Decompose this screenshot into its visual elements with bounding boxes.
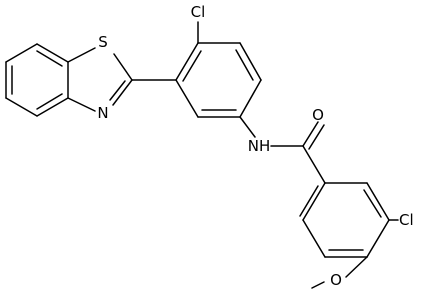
- thiazole-nitrogen-label: N: [97, 104, 108, 122]
- bond-lines: [5, 21, 399, 289]
- carbonyl-oxygen-label: O: [312, 106, 324, 124]
- sulfur-atom-label: S: [98, 33, 108, 51]
- chlorine-top-label: Cl: [191, 3, 206, 21]
- atom-labels: S N Cl NH O Cl O: [96, 3, 414, 289]
- amide-nh-label: NH: [248, 137, 271, 155]
- chlorine-right-label: Cl: [399, 211, 414, 229]
- methoxy-oxygen-label: O: [330, 271, 342, 289]
